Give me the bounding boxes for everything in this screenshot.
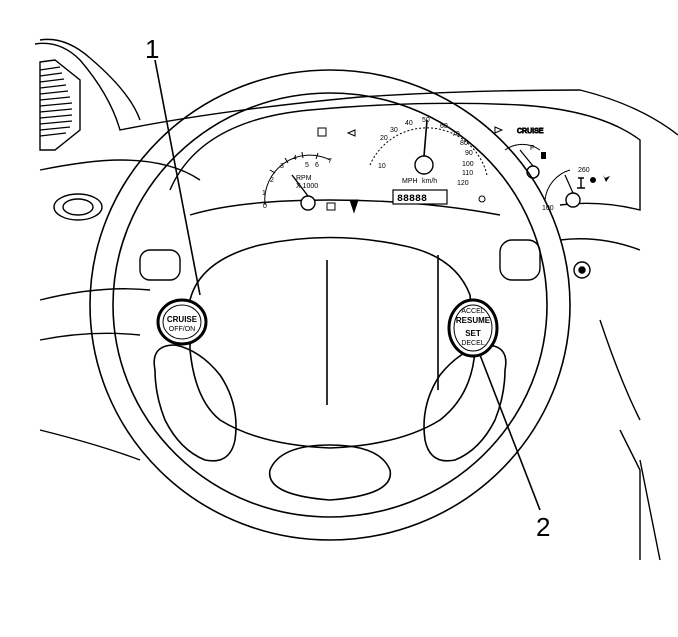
tach-tick-0: 0 bbox=[263, 203, 267, 210]
speedo-tick-120: 120 bbox=[457, 180, 469, 187]
temp-high-label: 260 bbox=[578, 167, 590, 174]
seatbelt-icon bbox=[349, 199, 359, 214]
decel-label: DECEL bbox=[461, 340, 484, 347]
cruise-switch-sublabel: OFF/ON bbox=[169, 326, 195, 333]
dashboard bbox=[34, 38, 678, 561]
speedo-tick-60: 60 bbox=[440, 123, 448, 130]
tach-tick-5: 5 bbox=[305, 162, 309, 169]
speedo-tick-80: 80 bbox=[460, 140, 468, 147]
speedo-tick-30: 30 bbox=[390, 127, 398, 134]
speedo-tick-10: 10 bbox=[378, 163, 386, 170]
indicator-icons: CRUISE bbox=[317, 126, 544, 214]
cruise-resume-set-switch[interactable]: ACCEL RESUME SET DECEL bbox=[447, 298, 499, 358]
headlamp-icon bbox=[317, 127, 327, 137]
resume-label: RESUME bbox=[456, 316, 491, 325]
fuel-gauge: F bbox=[504, 143, 546, 179]
instrument-cluster: 0 1 2 3 4 5 6 7 RPM X 1000 CRUISE 10 20 bbox=[262, 117, 610, 214]
left-turn-arrow-icon bbox=[346, 129, 356, 137]
tach-tick-2: 2 bbox=[270, 177, 274, 184]
temperature-gauge: 100 260 bbox=[542, 167, 610, 212]
speedo-tick-50: 50 bbox=[422, 117, 430, 124]
tach-tick-3: 3 bbox=[280, 163, 284, 170]
tachometer: 0 1 2 3 4 5 6 7 RPM X 1000 bbox=[262, 151, 332, 211]
speedo-tick-110: 110 bbox=[462, 170, 473, 177]
speedometer: 10 20 30 40 50 60 70 80 90 100 110 120 M… bbox=[369, 117, 488, 205]
callout-number-1: 1 bbox=[145, 34, 159, 64]
right-turn-arrow-icon bbox=[494, 126, 504, 134]
bottom-spoke-cutout bbox=[268, 444, 392, 501]
tach-tick-4: 4 bbox=[293, 155, 297, 162]
speedo-units-kmh: km/h bbox=[422, 178, 437, 185]
callout-number-2: 2 bbox=[536, 512, 550, 542]
left-spoke-cutout bbox=[153, 344, 237, 462]
wheel-hub bbox=[189, 236, 476, 449]
battery-icon bbox=[326, 202, 336, 211]
tach-tick-1: 1 bbox=[262, 190, 266, 197]
speedo-tick-40: 40 bbox=[405, 120, 413, 127]
tach-sublabel: X 1000 bbox=[296, 183, 318, 190]
tach-tick-6: 6 bbox=[315, 162, 319, 169]
wheel-rim-inner bbox=[112, 92, 548, 518]
set-label: SET bbox=[465, 329, 481, 338]
speedo-tick-90: 90 bbox=[465, 150, 473, 157]
warning-dot-icon bbox=[590, 177, 596, 183]
dash-details bbox=[53, 193, 591, 281]
accel-label: ACCEL bbox=[461, 308, 484, 315]
speedo-tick-20: 20 bbox=[380, 135, 388, 142]
callout-1: 1 bbox=[145, 34, 201, 296]
speedo-units-mph: MPH bbox=[402, 178, 418, 185]
speedo-tick-100: 100 bbox=[462, 161, 474, 168]
callout-2: 2 bbox=[479, 354, 550, 542]
vent-slats bbox=[39, 66, 73, 137]
steering-wheel bbox=[89, 69, 571, 541]
wheel-rim-outer bbox=[89, 69, 571, 541]
odometer-value: 88888 bbox=[397, 194, 427, 205]
cruise-switch-label: CRUISE bbox=[167, 315, 198, 324]
fuel-full-label: F bbox=[530, 145, 534, 152]
tach-label: RPM bbox=[296, 175, 312, 182]
gear-warning-icon bbox=[603, 175, 610, 182]
speedo-tick-70: 70 bbox=[452, 131, 460, 138]
temp-low-label: 100 bbox=[542, 205, 554, 212]
odometer-display bbox=[392, 189, 448, 205]
cruise-on-off-switch[interactable]: CRUISE OFF/ON bbox=[156, 298, 208, 346]
tach-tick-7: 7 bbox=[328, 158, 332, 165]
fuel-pump-icon bbox=[541, 152, 546, 159]
coolant-temp-icon bbox=[577, 177, 585, 189]
cruise-indicator: CRUISE bbox=[517, 128, 544, 135]
